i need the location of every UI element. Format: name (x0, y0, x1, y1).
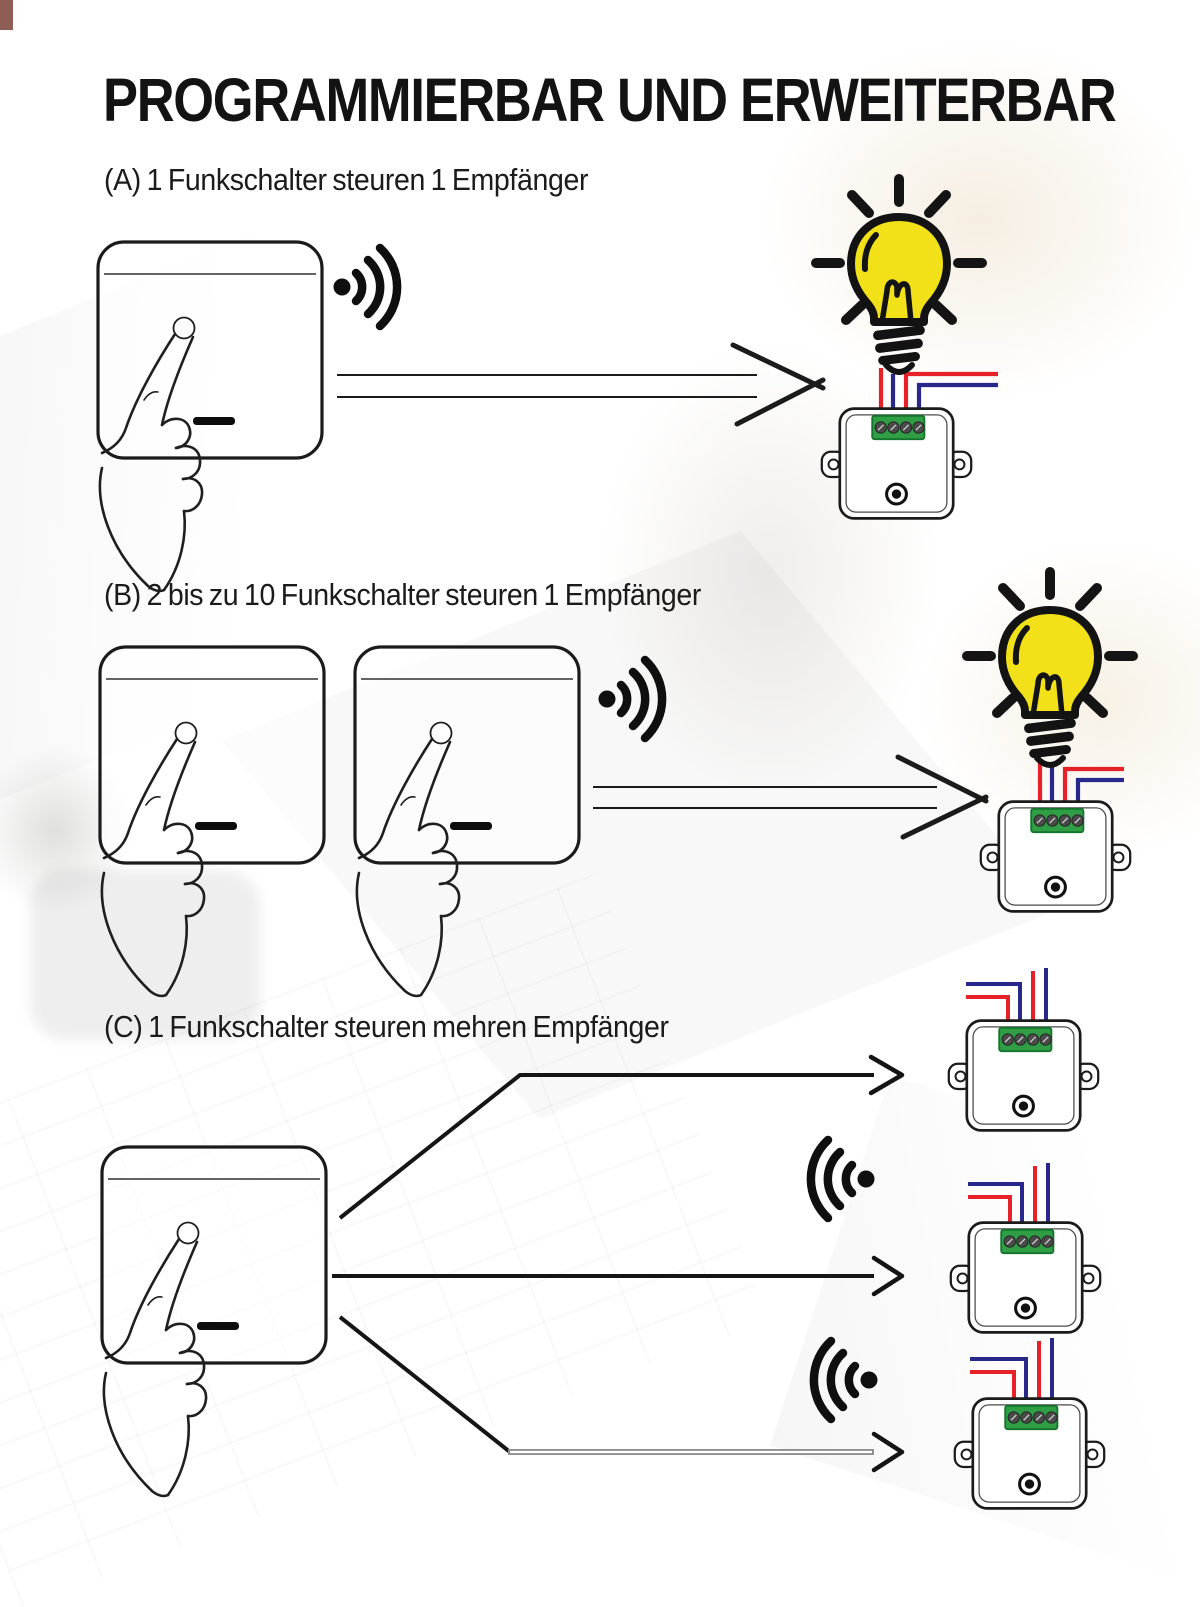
receiver-module-icon (953, 1397, 1106, 1510)
arrow-to-receiver-1 (338, 1054, 905, 1220)
arrow-right (337, 342, 826, 427)
section-a-label: (A) 1 Funkschalter steuren 1 Empfänger (104, 162, 589, 197)
wall-switch-hand-icon (353, 645, 581, 998)
wall-switch-hand-icon (96, 240, 324, 593)
signal-waves-icon (599, 660, 663, 738)
arrow-to-receiver-3 (338, 1315, 905, 1473)
section-b-label: (B) 2 bis zu 10 Funkschalter steuren 1 E… (104, 577, 701, 612)
wall-switch-hand-icon (100, 1145, 328, 1498)
receiver-module-icon (979, 800, 1132, 913)
section-b-graphic (98, 572, 1133, 998)
page-title: PROGRAMMIERBAR UND ERWEITERBAR (103, 66, 1117, 134)
arrow-to-receiver-2 (332, 1255, 905, 1297)
infographic-canvas (96, 0, 1200, 1510)
section-c-label: (C) 1 Funkschalter steuren mehren Empfän… (104, 1009, 669, 1044)
signal-waves-icon (334, 248, 398, 326)
signal-waves-icon (814, 1341, 878, 1419)
receiver-module-icon (820, 407, 973, 520)
arrow-right (593, 754, 989, 840)
section-c-graphic (100, 968, 1106, 1510)
receiver-module-icon (947, 1019, 1100, 1132)
wall-switch-hand-icon (98, 645, 326, 998)
light-bulb-icon (816, 179, 982, 372)
section-a-graphic (96, 179, 998, 593)
signal-waves-icon (811, 1140, 875, 1218)
light-bulb-icon (967, 572, 1133, 765)
receiver-module-icon (949, 1221, 1102, 1334)
